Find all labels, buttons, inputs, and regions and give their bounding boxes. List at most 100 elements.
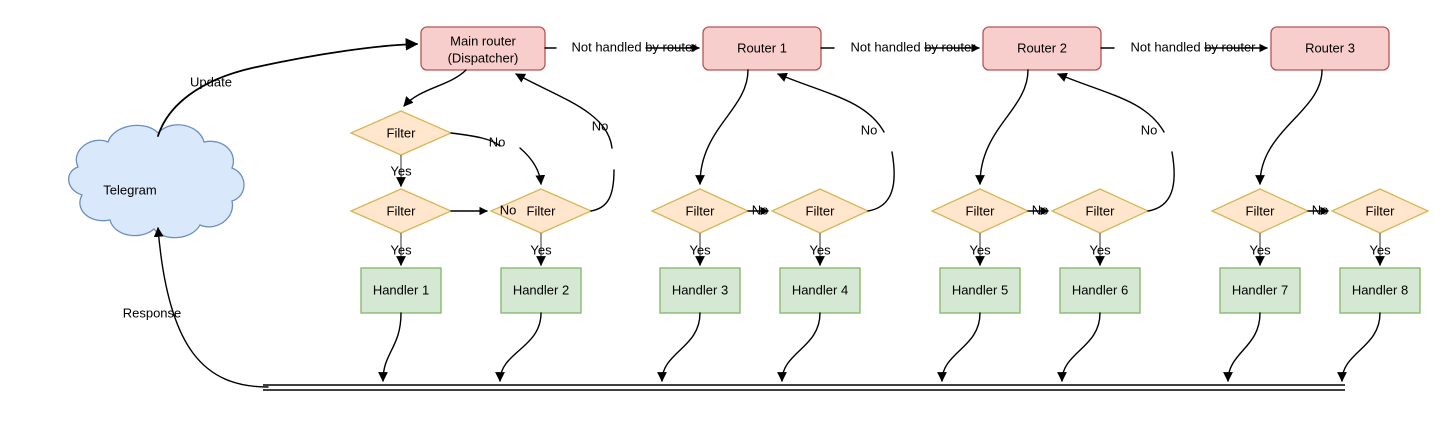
- router-1[interactable]: Router 1: [702, 26, 822, 71]
- router-2[interactable]: Router 2: [982, 26, 1102, 71]
- filter-a2[interactable]: Filter: [489, 188, 593, 234]
- handler-6-box: [1059, 267, 1141, 314]
- edge-label-no-a-mid: No: [500, 202, 517, 217]
- response-bus: [263, 384, 1345, 391]
- edge-handler7-to-bus: [1223, 312, 1261, 382]
- filter-c2[interactable]: Filter: [1050, 188, 1150, 234]
- handler-2-label: Handler 2: [513, 282, 569, 297]
- filter-a2-label: Filter: [527, 203, 557, 218]
- edge-b2-no-back-seg1: [867, 151, 895, 212]
- edge-label-no-d-mid: No: [1312, 202, 1329, 217]
- edge-label-yes-3: Yes: [689, 242, 711, 257]
- edge-router3-to-filter-d1: [1255, 69, 1323, 185]
- edge-label-response: Response: [123, 305, 182, 320]
- edge-router2-to-filter-c1: [975, 69, 1029, 185]
- group-d-edges: No Yes Yes: [1249, 69, 1391, 266]
- router-2-label: Router 2: [1017, 40, 1067, 55]
- filter-a1[interactable]: Filter: [349, 188, 453, 234]
- router-3-label: Router 3: [1305, 40, 1355, 55]
- edge-label-no-a-top: No: [489, 134, 506, 149]
- edge-b2-no-back-seg2: [777, 72, 885, 133]
- handler-5-box: [939, 267, 1021, 314]
- cloud-shape: [68, 124, 245, 239]
- edge-handler3-to-bus: [657, 312, 701, 382]
- handler-5-label: Handler 5: [952, 282, 1008, 297]
- edge-label-yes-7: Yes: [1249, 242, 1271, 257]
- handler-1-box: [360, 267, 442, 314]
- handler-6-label: Handler 6: [1072, 282, 1128, 297]
- handler-4[interactable]: Handler 4: [779, 267, 861, 314]
- handler-8-box: [1339, 267, 1421, 314]
- edge-label-yes-2: Yes: [530, 242, 552, 257]
- edge-a2-no-back-seg1: [590, 169, 615, 212]
- handler-7[interactable]: Handler 7: [1219, 267, 1301, 314]
- edge-a2-no-back-seg2: [515, 73, 613, 149]
- edge-response: [153, 227, 269, 388]
- edge-router1-to-filter-b1: [695, 69, 749, 185]
- edge-label-no-a-back: No: [592, 118, 609, 133]
- response-edge-group: Response: [123, 227, 269, 388]
- handler-2-box: [500, 267, 582, 314]
- edge-handler8-to-bus: [1337, 312, 1381, 382]
- edge-label-not-handled-2: Not handled by router: [850, 39, 976, 54]
- filter-c1-label: Filter: [966, 203, 996, 218]
- edge-label-yes-4: Yes: [809, 242, 831, 257]
- handler-1[interactable]: Handler 1: [360, 267, 442, 314]
- handler-1-label: Handler 1: [373, 282, 429, 297]
- handler-8-label: Handler 8: [1352, 282, 1408, 297]
- handler-4-label: Handler 4: [792, 282, 848, 297]
- edge-c2-no-back-seg1: [1147, 151, 1175, 212]
- main-router-label-line1: Main router: [450, 33, 516, 48]
- edge-handler2-to-bus: [495, 312, 542, 382]
- handler-7-label: Handler 7: [1232, 282, 1288, 297]
- edge-label-no-c-mid: No: [1032, 202, 1049, 217]
- main-router-label-line2: (Dispatcher): [448, 50, 519, 65]
- filter-top-a[interactable]: Filter: [349, 110, 453, 156]
- filter-b2-label: Filter: [806, 203, 836, 218]
- handler-2[interactable]: Handler 2: [500, 267, 582, 314]
- edge-label-not-handled-1: Not handled by router: [571, 39, 697, 54]
- edge-filter-top-no-seg2: [519, 147, 546, 185]
- filter-d1-label: Filter: [1246, 203, 1276, 218]
- handler-3[interactable]: Handler 3: [659, 267, 741, 314]
- handler-to-bus-edges: [378, 312, 1381, 382]
- filter-c1[interactable]: Filter: [930, 188, 1030, 234]
- filter-a1-label: Filter: [387, 203, 417, 218]
- edge-label-yes-8: Yes: [1369, 242, 1391, 257]
- edge-handler1-to-bus: [378, 312, 402, 382]
- filter-d1[interactable]: Filter: [1210, 188, 1310, 234]
- telegram-cloud-node[interactable]: Telegram: [68, 124, 245, 239]
- filter-d2-label: Filter: [1366, 203, 1396, 218]
- handler-6[interactable]: Handler 6: [1059, 267, 1141, 314]
- group-a-edges: Yes No No No Yes Yes: [390, 69, 615, 266]
- handler-8[interactable]: Handler 8: [1339, 267, 1421, 314]
- edge-label-yes-5: Yes: [969, 242, 991, 257]
- edge-main-to-filter-top: [403, 69, 467, 107]
- edge-handler6-to-bus: [1057, 312, 1101, 382]
- filter-b1-label: Filter: [686, 203, 716, 218]
- edge-label-yes-6: Yes: [1089, 242, 1111, 257]
- update-edge-group: Update: [157, 38, 419, 137]
- edge-label-no-b-mid: No: [752, 202, 769, 217]
- edge-handler5-to-bus: [937, 312, 981, 382]
- handler-4-box: [779, 267, 861, 314]
- router-3-box: [1270, 26, 1390, 71]
- edge-handler4-to-bus: [777, 312, 821, 382]
- group-c-edges: No No Yes Yes: [969, 69, 1175, 266]
- router-3[interactable]: Router 3: [1270, 26, 1390, 71]
- router-1-label: Router 1: [737, 40, 787, 55]
- edge-label-yes-top: Yes: [390, 163, 412, 178]
- router-chain-connectors: Not handled by router Not handled by rou…: [544, 39, 1268, 54]
- filter-d2[interactable]: Filter: [1330, 188, 1430, 234]
- handler-5[interactable]: Handler 5: [939, 267, 1021, 314]
- edge-c2-no-back-seg2: [1057, 72, 1165, 133]
- cloud-label: Telegram: [103, 182, 156, 197]
- router-main[interactable]: Main router (Dispatcher): [420, 26, 546, 71]
- edge-label-no-c-back: No: [1141, 122, 1158, 137]
- edge-label-not-handled-3: Not handled by router: [1130, 39, 1256, 54]
- handler-3-label: Handler 3: [672, 282, 728, 297]
- filter-b2[interactable]: Filter: [770, 188, 870, 234]
- filter-c2-label: Filter: [1086, 203, 1116, 218]
- filter-b1[interactable]: Filter: [650, 188, 750, 234]
- edge-label-no-b-back: No: [861, 122, 878, 137]
